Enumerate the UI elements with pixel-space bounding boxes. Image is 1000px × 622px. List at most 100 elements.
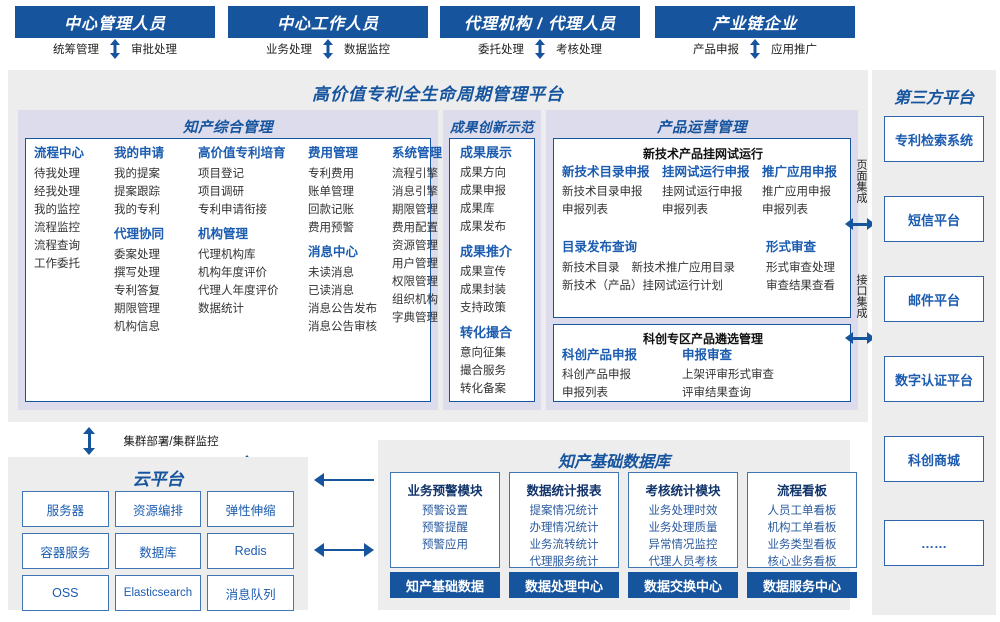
db-column-0-item-0[interactable]: 预警设置 bbox=[422, 505, 468, 517]
db-footer-2[interactable]: 数据交换中心 bbox=[628, 572, 738, 598]
ip-col-2[interactable]: 高价值专利培育 项目登记 项目调研 专利申请衔接 机构管理 代理机构库 机构年度… bbox=[198, 145, 302, 318]
ach-item-1-2[interactable]: 支持政策 bbox=[460, 302, 506, 314]
ip-col-1-item-0[interactable]: 我的提案 bbox=[114, 168, 160, 180]
role-card-0[interactable]: 中心管理人员 统筹管理 审批处理 bbox=[15, 6, 215, 60]
ip-col-3-cat2[interactable]: 消息中心 bbox=[308, 245, 359, 259]
db-column-0-item-1[interactable]: 预警提醒 bbox=[422, 522, 468, 534]
db-column-1-item-3[interactable]: 代理服务统计 bbox=[529, 556, 599, 568]
ip-col-1-item2-4[interactable]: 机构信息 bbox=[114, 321, 160, 333]
db-column-2-item-0[interactable]: 业务处理时效 bbox=[648, 505, 718, 517]
ip-col-0-cat[interactable]: 流程中心 bbox=[34, 146, 85, 160]
third-party-item-4[interactable]: 科创商城 bbox=[884, 436, 984, 482]
db-column-3-item-0[interactable]: 人员工单看板 bbox=[767, 505, 837, 517]
ip-col-3-item-1[interactable]: 账单管理 bbox=[308, 186, 354, 198]
third-party-item-2[interactable]: 邮件平台 bbox=[884, 276, 984, 322]
ach-item-0-2[interactable]: 成果库 bbox=[460, 203, 495, 215]
ach-col[interactable]: 成果展示 成果方向 成果申报 成果库 成果发布 成果推介 成果宣传 成果封装 支… bbox=[460, 145, 536, 398]
db-footer-3[interactable]: 数据服务中心 bbox=[747, 572, 857, 598]
ach-item-2-0[interactable]: 意向征集 bbox=[460, 347, 506, 359]
cloud-cell-8[interactable]: 消息队列 bbox=[207, 575, 294, 611]
db-column-1-item-1[interactable]: 办理情况统计 bbox=[529, 522, 599, 534]
db-column-3-item-2[interactable]: 业务类型看板 bbox=[767, 539, 837, 551]
db-column-2[interactable]: 考核统计模块 业务处理时效 业务处理质量 异常情况监控 代理人员考核 bbox=[628, 472, 738, 568]
panel1-col-0[interactable]: 新技术目录申报 新技术目录申报 申报列表 bbox=[562, 165, 654, 219]
ip-col-2-item2-3[interactable]: 数据统计 bbox=[198, 303, 244, 315]
cloud-cell-7[interactable]: Elasticsearch bbox=[114, 575, 202, 611]
ip-col-4-item-0[interactable]: 流程引擎 bbox=[392, 168, 438, 180]
ip-col-0-item-1[interactable]: 经我处理 bbox=[34, 186, 80, 198]
panel1-col-1-item-0[interactable]: 挂网试运行申报 bbox=[662, 186, 743, 198]
panel1-col-1-cat[interactable]: 挂网试运行申报 bbox=[662, 165, 750, 179]
panel2-col-1[interactable]: 申报审查 上架评审形式审查 评审结果查询 bbox=[682, 347, 812, 402]
ip-col-3-item2-0[interactable]: 未读消息 bbox=[308, 267, 354, 279]
third-party-item-3[interactable]: 数字认证平台 bbox=[884, 356, 984, 402]
ip-col-3-item-2[interactable]: 回款记账 bbox=[308, 204, 354, 216]
ach-cat-2[interactable]: 转化撮合 bbox=[460, 325, 513, 340]
panel1-catalog-item-1[interactable]: 新技术推广应用目录 bbox=[631, 262, 736, 274]
panel1-catalog-cat[interactable]: 目录发布查询 bbox=[562, 240, 638, 254]
third-party-item-1[interactable]: 短信平台 bbox=[884, 196, 984, 242]
panel1-col-1-item-1[interactable]: 申报列表 bbox=[662, 204, 708, 216]
db-column-1[interactable]: 数据统计报表 提案情况统计 办理情况统计 业务流转统计 代理服务统计 bbox=[509, 472, 619, 568]
panel2-col-0-item-0[interactable]: 科创产品申报 bbox=[562, 369, 631, 381]
ip-col-4-cat[interactable]: 系统管理 bbox=[392, 146, 443, 160]
cloud-cell-1[interactable]: 资源编排 bbox=[114, 491, 202, 527]
db-column-3-item-3[interactable]: 核心业务看板 bbox=[767, 556, 837, 568]
db-column-1-item-0[interactable]: 提案情况统计 bbox=[529, 505, 599, 517]
ach-item-1-0[interactable]: 成果宣传 bbox=[460, 266, 506, 278]
panel1-review-block[interactable]: 形式审查 形式审查处理 审查结果查看 bbox=[766, 239, 854, 295]
panel1-col-0-item-0[interactable]: 新技术目录申报 bbox=[562, 186, 643, 198]
role-card-3[interactable]: 产业链企业 产品申报 应用推广 bbox=[655, 6, 855, 60]
cloud-cell-0[interactable]: 服务器 bbox=[22, 491, 109, 527]
ip-col-1-item2-3[interactable]: 期限管理 bbox=[114, 303, 160, 315]
db-column-3[interactable]: 流程看板 人员工单看板 机构工单看板 业务类型看板 核心业务看板 bbox=[747, 472, 857, 568]
db-footer-1[interactable]: 数据处理中心 bbox=[509, 572, 619, 598]
panel2-col-1-item-0[interactable]: 上架评审形式审查 bbox=[682, 369, 774, 381]
ip-col-0-item-0[interactable]: 待我处理 bbox=[34, 168, 80, 180]
ip-col-4-item-4[interactable]: 资源管理 bbox=[392, 240, 438, 252]
ach-cat-1[interactable]: 成果推介 bbox=[460, 244, 513, 259]
db-column-0[interactable]: 业务预警模块 预警设置 预警提醒 预警应用 bbox=[390, 472, 500, 568]
panel2-col-1-cat[interactable]: 申报审查 bbox=[682, 348, 733, 362]
ip-col-2-item-2[interactable]: 专利申请衔接 bbox=[198, 204, 267, 216]
ip-col-3-cat[interactable]: 费用管理 bbox=[308, 146, 359, 160]
db-column-1-item-2[interactable]: 业务流转统计 bbox=[529, 539, 599, 551]
panel1-col-1[interactable]: 挂网试运行申报 挂网试运行申报 申报列表 bbox=[662, 165, 754, 219]
ip-col-2-item-1[interactable]: 项目调研 bbox=[198, 186, 244, 198]
panel1-catalog-block[interactable]: 目录发布查询 新技术目录 新技术推广应用目录 新技术（产品）挂网试运行计划 bbox=[562, 239, 762, 295]
ip-col-1-item-2[interactable]: 我的专利 bbox=[114, 204, 160, 216]
panel1-col-2-cat[interactable]: 推广应用申报 bbox=[762, 165, 838, 179]
panel1-col-2-item-0[interactable]: 推广应用申报 bbox=[762, 186, 831, 198]
ip-col-4-item-8[interactable]: 字典管理 bbox=[392, 312, 438, 324]
cloud-cell-6[interactable]: OSS bbox=[22, 575, 109, 611]
db-column-2-item-3[interactable]: 代理人员考核 bbox=[648, 556, 718, 568]
panel1-review-cat[interactable]: 形式审查 bbox=[766, 240, 817, 254]
ip-col-4-item-7[interactable]: 组织机构 bbox=[392, 294, 438, 306]
ip-col-3-item-0[interactable]: 专利费用 bbox=[308, 168, 354, 180]
panel2-col-1-item-1[interactable]: 评审结果查询 bbox=[682, 387, 751, 399]
ip-col-3-item-3[interactable]: 费用预警 bbox=[308, 222, 354, 234]
ip-col-3-item2-3[interactable]: 消息公告审核 bbox=[308, 321, 377, 333]
panel1-catalog-item-0[interactable]: 新技术目录 bbox=[562, 262, 620, 274]
ach-item-0-3[interactable]: 成果发布 bbox=[460, 221, 506, 233]
panel2-col-0-cat[interactable]: 科创产品申报 bbox=[562, 348, 638, 362]
panel1-col-2[interactable]: 推广应用申报 推广应用申报 申报列表 bbox=[762, 165, 854, 219]
ip-col-4-item-3[interactable]: 费用配置 bbox=[392, 222, 438, 234]
ip-col-0-item-2[interactable]: 我的监控 bbox=[34, 204, 80, 216]
ip-col-0-item-3[interactable]: 流程监控 bbox=[34, 222, 80, 234]
ip-col-0-item-4[interactable]: 流程查询 bbox=[34, 240, 80, 252]
ip-col-4-item-2[interactable]: 期限管理 bbox=[392, 204, 438, 216]
cloud-cell-5[interactable]: Redis bbox=[207, 533, 294, 569]
ip-col-1-item2-2[interactable]: 专利答复 bbox=[114, 285, 160, 297]
panel2-col-0[interactable]: 科创产品申报 科创产品申报 申报列表 bbox=[562, 347, 672, 402]
ip-col-2-item2-0[interactable]: 代理机构库 bbox=[198, 249, 256, 261]
ip-col-3-item2-1[interactable]: 已读消息 bbox=[308, 285, 354, 297]
db-column-3-item-1[interactable]: 机构工单看板 bbox=[767, 522, 837, 534]
cloud-cell-3[interactable]: 容器服务 bbox=[22, 533, 109, 569]
ip-col-1[interactable]: 我的申请 我的提案 提案跟踪 我的专利 代理协同 委案处理 撰写处理 专利答复 … bbox=[114, 145, 190, 336]
ach-cat-0[interactable]: 成果展示 bbox=[460, 145, 513, 160]
ip-col-1-cat[interactable]: 我的申请 bbox=[114, 146, 165, 160]
ip-col-0-item-5[interactable]: 工作委托 bbox=[34, 258, 80, 270]
db-column-0-item-2[interactable]: 预警应用 bbox=[422, 539, 468, 551]
ach-item-2-2[interactable]: 转化备案 bbox=[460, 383, 506, 395]
